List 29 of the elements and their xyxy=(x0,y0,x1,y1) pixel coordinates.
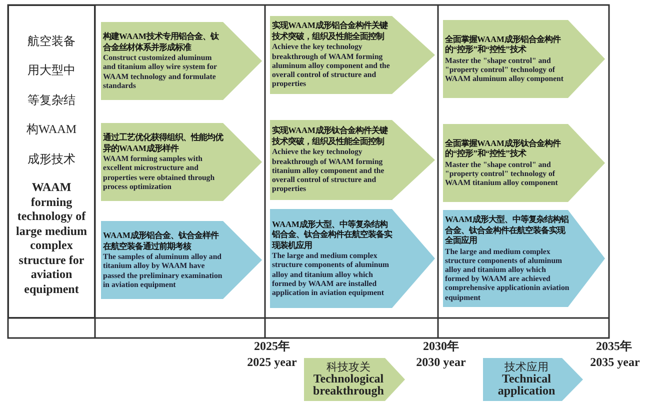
year-label: 2025 year xyxy=(247,355,297,369)
goal-text: WAAM成形大型、中等复杂结构铝合金、钛合金构件在航空装备实现装机应用 xyxy=(272,220,394,252)
heading-cell xyxy=(8,5,95,318)
goal-text: 实现WAAM成形钛合金构件关键技术突破，组织及性能全面控制 xyxy=(272,126,389,148)
chevron-box xyxy=(270,209,435,308)
chevron-box xyxy=(443,210,605,307)
chevron-box xyxy=(443,20,605,98)
goal-text: 全面掌握WAAM成形钛合金构件的“控形”和“控性”技术 xyxy=(445,138,562,160)
legend-label: 技术应用 Technical application xyxy=(496,362,556,398)
year-label: 2035年 xyxy=(596,339,632,353)
chevron-box xyxy=(101,22,262,100)
goal-text: 全面掌握WAAM成形铝合金构件的“控形”和“控性”技术 xyxy=(445,34,562,56)
chevron-box xyxy=(101,221,262,299)
goal-text: WAAM成形铝合金、钛合金样件在航空装备通过前期考核 xyxy=(103,231,220,252)
year-label: 2025年 xyxy=(254,339,290,353)
row-heading-translation: WAAM forming technology of large medium complex structure for aviation equipment xyxy=(15,180,88,296)
goal-text: 通过工艺优化获得组织、性能均优异的WAAM成形样件 xyxy=(103,133,224,154)
year-label: 2030 year xyxy=(416,355,466,369)
legend-label: 科技攻关 Technological breakthrough xyxy=(312,362,385,398)
chevron-box xyxy=(270,120,435,200)
chevron-box xyxy=(101,123,262,201)
goal-text: 实现WAAM成形铝合金构件关键技术突破，组织及性能全面控制 xyxy=(272,21,389,42)
year-label: 2035 year xyxy=(590,355,640,369)
year-label: 2030年 xyxy=(423,339,459,353)
chevron-box xyxy=(443,124,605,202)
goal-text: 构建WAAM技术专用铝合金、钛合金丝材体系并形成标准 xyxy=(103,32,220,54)
row-heading: 航空装备用大型中等复杂结构WAAM成形技术 xyxy=(26,32,78,168)
chevron-box xyxy=(270,16,435,94)
goal-text: WAAM成形大型、中等复杂结构铝合金、钛合金构件在航空装备实现全面应用 xyxy=(445,215,570,247)
